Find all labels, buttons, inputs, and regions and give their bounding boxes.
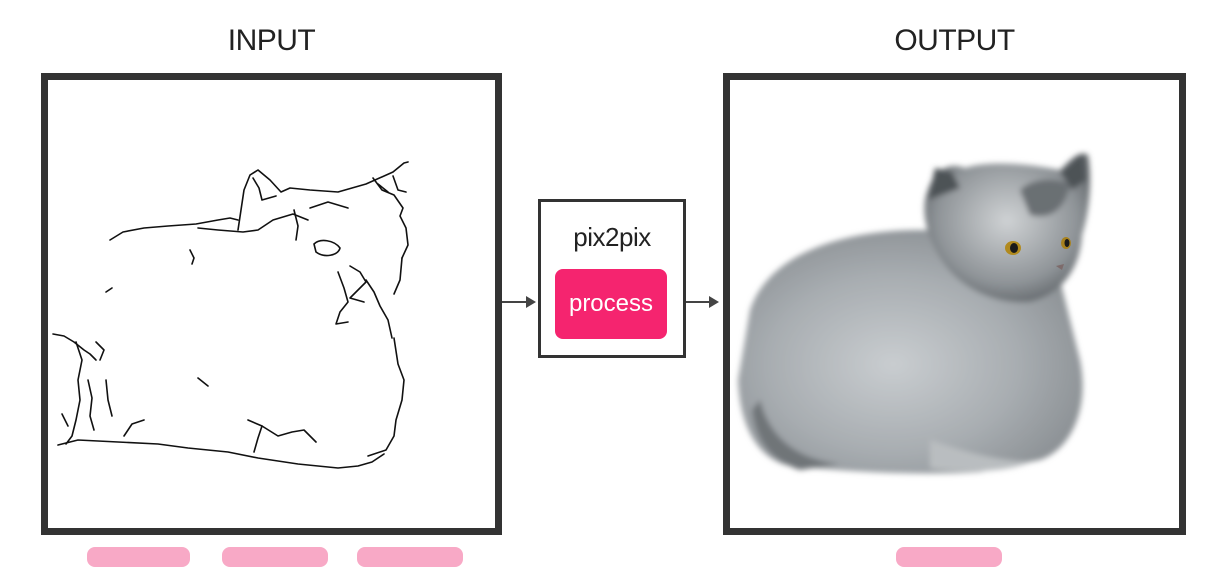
model-box: pix2pix process	[538, 199, 686, 358]
arrow-to-model	[502, 296, 536, 308]
output-toolbar-button[interactable]	[896, 547, 1002, 567]
output-title: OUTPUT	[894, 24, 1015, 57]
cat-edge-sketch	[52, 161, 409, 469]
model-name: pix2pix	[573, 222, 651, 252]
input-toolbar-button-3[interactable]	[357, 547, 463, 567]
generated-cat-image	[738, 153, 1090, 474]
input-toolbar-button-2[interactable]	[222, 547, 328, 567]
arrow-to-output	[686, 296, 719, 308]
process-button[interactable]: process	[555, 269, 667, 339]
input-toolbar-button-1[interactable]	[87, 547, 190, 567]
input-title: INPUT	[227, 24, 316, 57]
input-drawing-canvas[interactable]	[41, 73, 502, 535]
output-image-canvas	[723, 73, 1186, 535]
